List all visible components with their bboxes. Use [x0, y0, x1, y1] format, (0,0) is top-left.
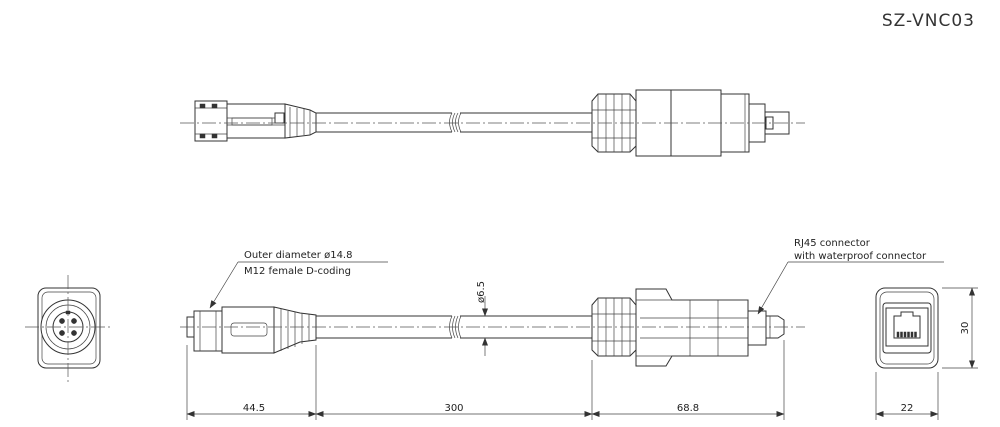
- drawing-title: SZ-VNC03: [882, 11, 975, 31]
- side-view: [180, 288, 805, 367]
- dim-cable-length: 300: [444, 403, 463, 414]
- dim-cable-diameter: ø6.5: [476, 281, 487, 303]
- dim-left-length: 44.5: [243, 403, 265, 414]
- top-view: [180, 89, 805, 157]
- top-m12-connector: [194, 100, 317, 142]
- top-cable: [316, 112, 592, 133]
- callout-m12-line2: M12 female D-coding: [244, 266, 351, 277]
- dim-end-height: 30: [960, 322, 971, 335]
- side-m12-connector: [186, 306, 317, 354]
- side-rj45-connector: [591, 288, 785, 367]
- dim-end-width: 22: [901, 403, 914, 414]
- rj45-pins: [896, 331, 917, 338]
- rj45-end-view: [875, 287, 939, 369]
- callout-m12-line1: Outer diameter ø14.8: [244, 250, 352, 261]
- dimensions: 44.5 300 68.8 ø6.5 22 30: [186, 281, 978, 420]
- callout-rj45-line1: RJ45 connector: [794, 238, 871, 249]
- callout-rj45: RJ45 connector with waterproof connector: [757, 238, 944, 315]
- m12-end-view: [25, 275, 112, 382]
- callout-rj45-line2: with waterproof connector: [794, 251, 927, 262]
- callout-m12: Outer diameter ø14.8 M12 female D-coding: [209, 250, 388, 309]
- dim-right-length: 68.8: [677, 403, 699, 414]
